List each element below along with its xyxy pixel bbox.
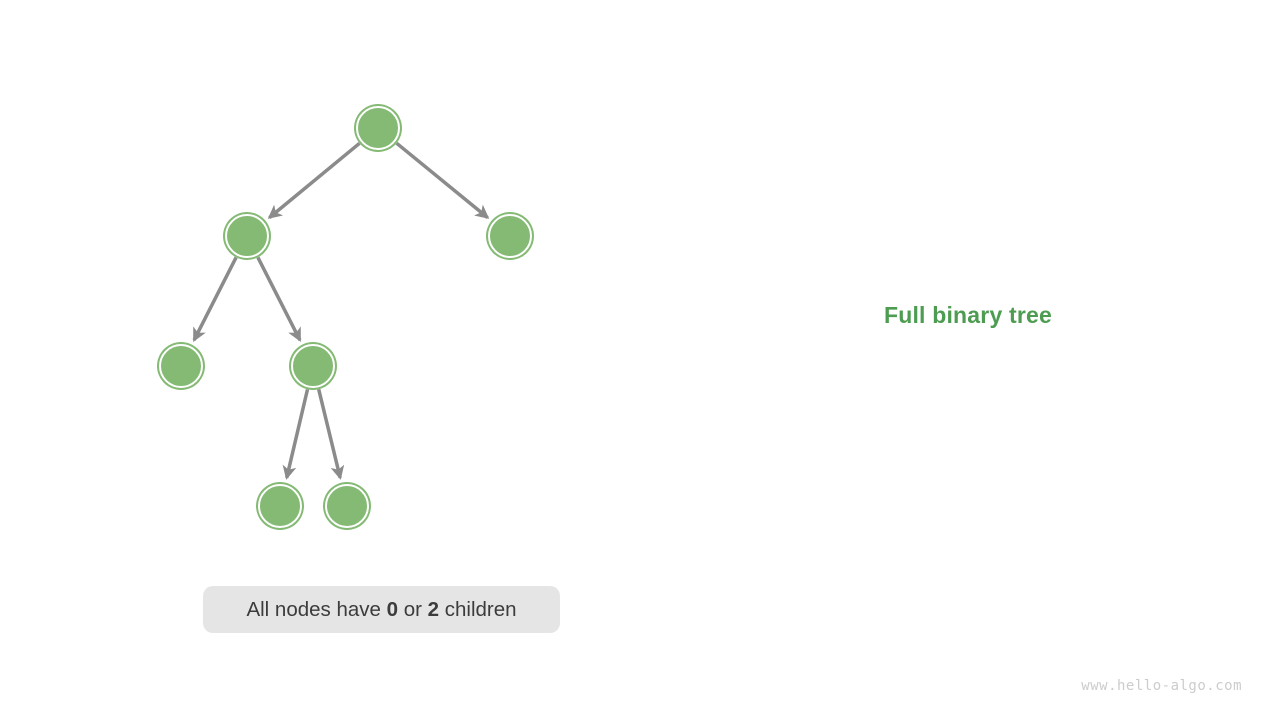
watermark: www.hello-algo.com	[1081, 678, 1242, 694]
caption-segment: 0	[386, 597, 399, 621]
edge-layer	[192, 141, 490, 480]
caption-segment: children	[439, 597, 517, 621]
node-layer	[157, 104, 534, 530]
tree-node	[223, 212, 271, 260]
caption-segment: 2	[427, 597, 440, 621]
caption-segment: All nodes have	[246, 597, 387, 621]
tree-node	[157, 342, 205, 390]
tree-edge	[316, 388, 345, 480]
tree-edge	[192, 256, 238, 342]
caption-box: All nodes have 0 or 2 children	[203, 586, 560, 633]
tree-edge	[282, 388, 310, 480]
tree-node	[486, 212, 534, 260]
tree-edge	[267, 141, 361, 219]
page-title: Full binary tree	[883, 302, 1053, 328]
tree-edge	[256, 256, 302, 342]
tree-node	[354, 104, 402, 152]
tree-node	[256, 482, 304, 530]
tree-node	[323, 482, 371, 530]
tree-node	[289, 342, 337, 390]
tree-edge	[395, 141, 490, 219]
caption-segment: or	[398, 597, 428, 621]
